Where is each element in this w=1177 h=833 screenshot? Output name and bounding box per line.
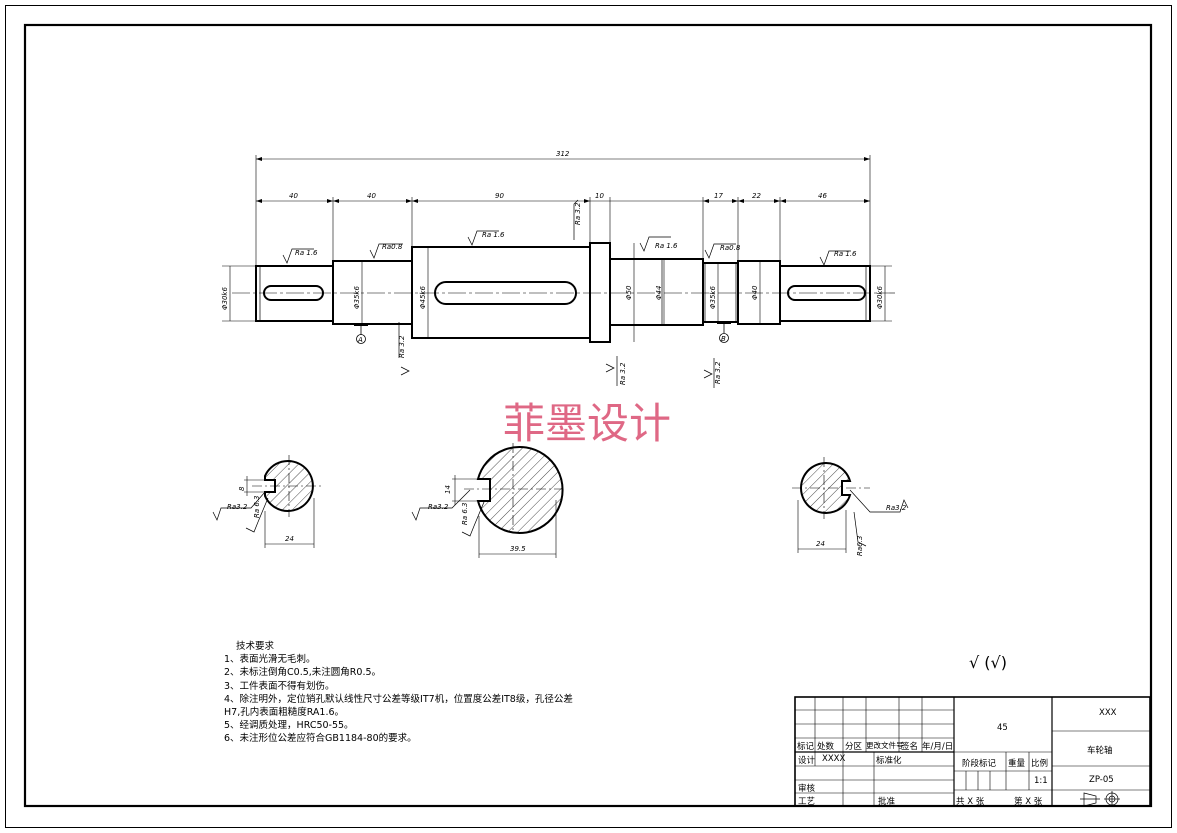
- dim-key-mid: 14: [444, 485, 452, 494]
- datum-markers: [354, 322, 731, 344]
- roughness-s4: Ra 6.3: [461, 502, 469, 525]
- dim-key-left: 8: [238, 486, 246, 491]
- dim-seg2: 40: [367, 192, 376, 200]
- title-block: [794, 696, 1151, 807]
- note-item: 3、工件表面不得有划伤。: [224, 680, 335, 692]
- general-roughness-symbol: √ (√): [969, 653, 1007, 672]
- roughness-s5: Ra3.2: [886, 504, 907, 512]
- roughness-symbols-main: [282, 199, 851, 388]
- dim-seg6: 22: [752, 192, 761, 200]
- notes-title: 技术要求: [236, 641, 275, 652]
- tb-review: 审核: [798, 784, 816, 794]
- dim-seg4: 10: [595, 192, 604, 200]
- tb-sheet-no: 第 X 张: [1014, 797, 1043, 807]
- dim-seg5: 17: [714, 192, 723, 200]
- tb-date: 年/月/日: [922, 742, 954, 752]
- roughness-s3: Ra3.2: [428, 503, 449, 511]
- dim-sec-right-width: 24: [816, 540, 825, 548]
- note-item: 6、未注形位公差应符合GB1184-80的要求。: [224, 733, 417, 745]
- tb-design: 设计: [798, 756, 816, 766]
- diameter-d3: Φ45k6: [419, 286, 427, 309]
- outer-border: [5, 5, 1172, 828]
- diameter-d8: Φ30k6: [876, 286, 884, 309]
- dim-sec-mid-width: 39.5: [510, 545, 526, 553]
- note-item: 1、表面光滑无毛刺。: [224, 654, 316, 666]
- tb-approve: 批准: [878, 797, 896, 807]
- roughness-s2: Ra 6.3: [253, 495, 261, 518]
- tb-designer: XXXX: [822, 754, 846, 764]
- roughness-r7: Ra 1.6: [834, 250, 857, 258]
- roughness-r1: Ra 1.6: [295, 249, 318, 257]
- tb-zone: 分区: [845, 742, 863, 752]
- diameter-d6: Φ35k6: [709, 286, 717, 309]
- diameter-dimension-lines: [222, 243, 892, 342]
- roughness-r3: Ra 1.6: [482, 231, 505, 239]
- shaft-main-view: [232, 242, 895, 343]
- tb-material: 45: [997, 723, 1008, 733]
- technical-requirements: 技术要求 1、表面光滑无毛刺。 2、未标注倒角C0.5,未注圆角R0.5。 3、…: [224, 640, 624, 746]
- tb-signature: 签名: [901, 742, 919, 752]
- diameter-d7: Φ40: [751, 285, 759, 300]
- dim-seg1: 40: [289, 192, 298, 200]
- roughness-r6: Ra0.8: [720, 244, 741, 252]
- tb-scale: 比例: [1031, 759, 1049, 769]
- diameter-d4: Φ50: [625, 285, 633, 300]
- tb-mark: 标记: [797, 742, 815, 752]
- diameter-d2: Φ35k6: [353, 286, 361, 309]
- roughness-r9: Ra 3.2: [619, 362, 627, 385]
- roughness-r4: Ra 3.2: [574, 202, 582, 225]
- tb-standardize: 标准化: [876, 756, 902, 766]
- roughness-r2: Ra0.8: [382, 243, 403, 251]
- note-item: 5、经调质处理，HRC50-55。: [224, 720, 354, 732]
- tb-count: 处数: [817, 742, 835, 752]
- projection-symbol: [1080, 791, 1120, 807]
- tb-company: XXX: [1099, 708, 1117, 718]
- diameter-d1: Φ30k6: [221, 287, 229, 310]
- section-middle: [411, 443, 564, 558]
- roughness-s6: Ra6.3: [856, 536, 864, 556]
- roughness-s1: Ra3.2: [227, 503, 248, 511]
- tb-part-name: 车轮轴: [1087, 746, 1113, 756]
- dim-sec-left-width: 24: [285, 535, 294, 543]
- datum-b-label: B: [721, 335, 726, 343]
- tb-drawing-no: ZP-05: [1089, 775, 1114, 785]
- roughness-r8: Ra 3.2: [398, 335, 406, 358]
- note-item: 4、除注明外，定位销孔默认线性尺寸公差等级IT7机，位置度公差IT8级，孔径公差: [224, 693, 573, 705]
- tb-stage-mark: 阶段标记: [962, 759, 997, 769]
- roughness-r5: Ra 1.6: [655, 242, 678, 250]
- note-item: 2、未标注倒角C0.5,未注圆角R0.5。: [224, 667, 382, 679]
- dim-seg3: 90: [495, 192, 504, 200]
- dim-seg7: 46: [818, 192, 827, 200]
- roughness-r10: Ra 3.2: [714, 361, 722, 384]
- length-dimension-lines: [255, 155, 871, 266]
- dim-overall: 312: [556, 150, 570, 158]
- inner-frame: [23, 23, 1153, 808]
- note-item: H7,孔内表面粗糙度RA1.6。: [224, 707, 345, 719]
- section-left: [212, 455, 324, 548]
- tb-process: 工艺: [798, 797, 816, 807]
- tb-change-doc: 更改文件号: [866, 741, 904, 750]
- section-right: [792, 457, 909, 553]
- watermark-text: 菲墨设计: [503, 399, 671, 448]
- datum-a-label: A: [357, 336, 363, 344]
- tb-sheets-total: 共 X 张: [956, 797, 985, 807]
- dimension-arrows: [256, 157, 870, 203]
- tb-scale-value: 1:1: [1034, 776, 1048, 786]
- diameter-d5: Φ44: [655, 286, 663, 300]
- tb-weight: 重量: [1008, 759, 1026, 769]
